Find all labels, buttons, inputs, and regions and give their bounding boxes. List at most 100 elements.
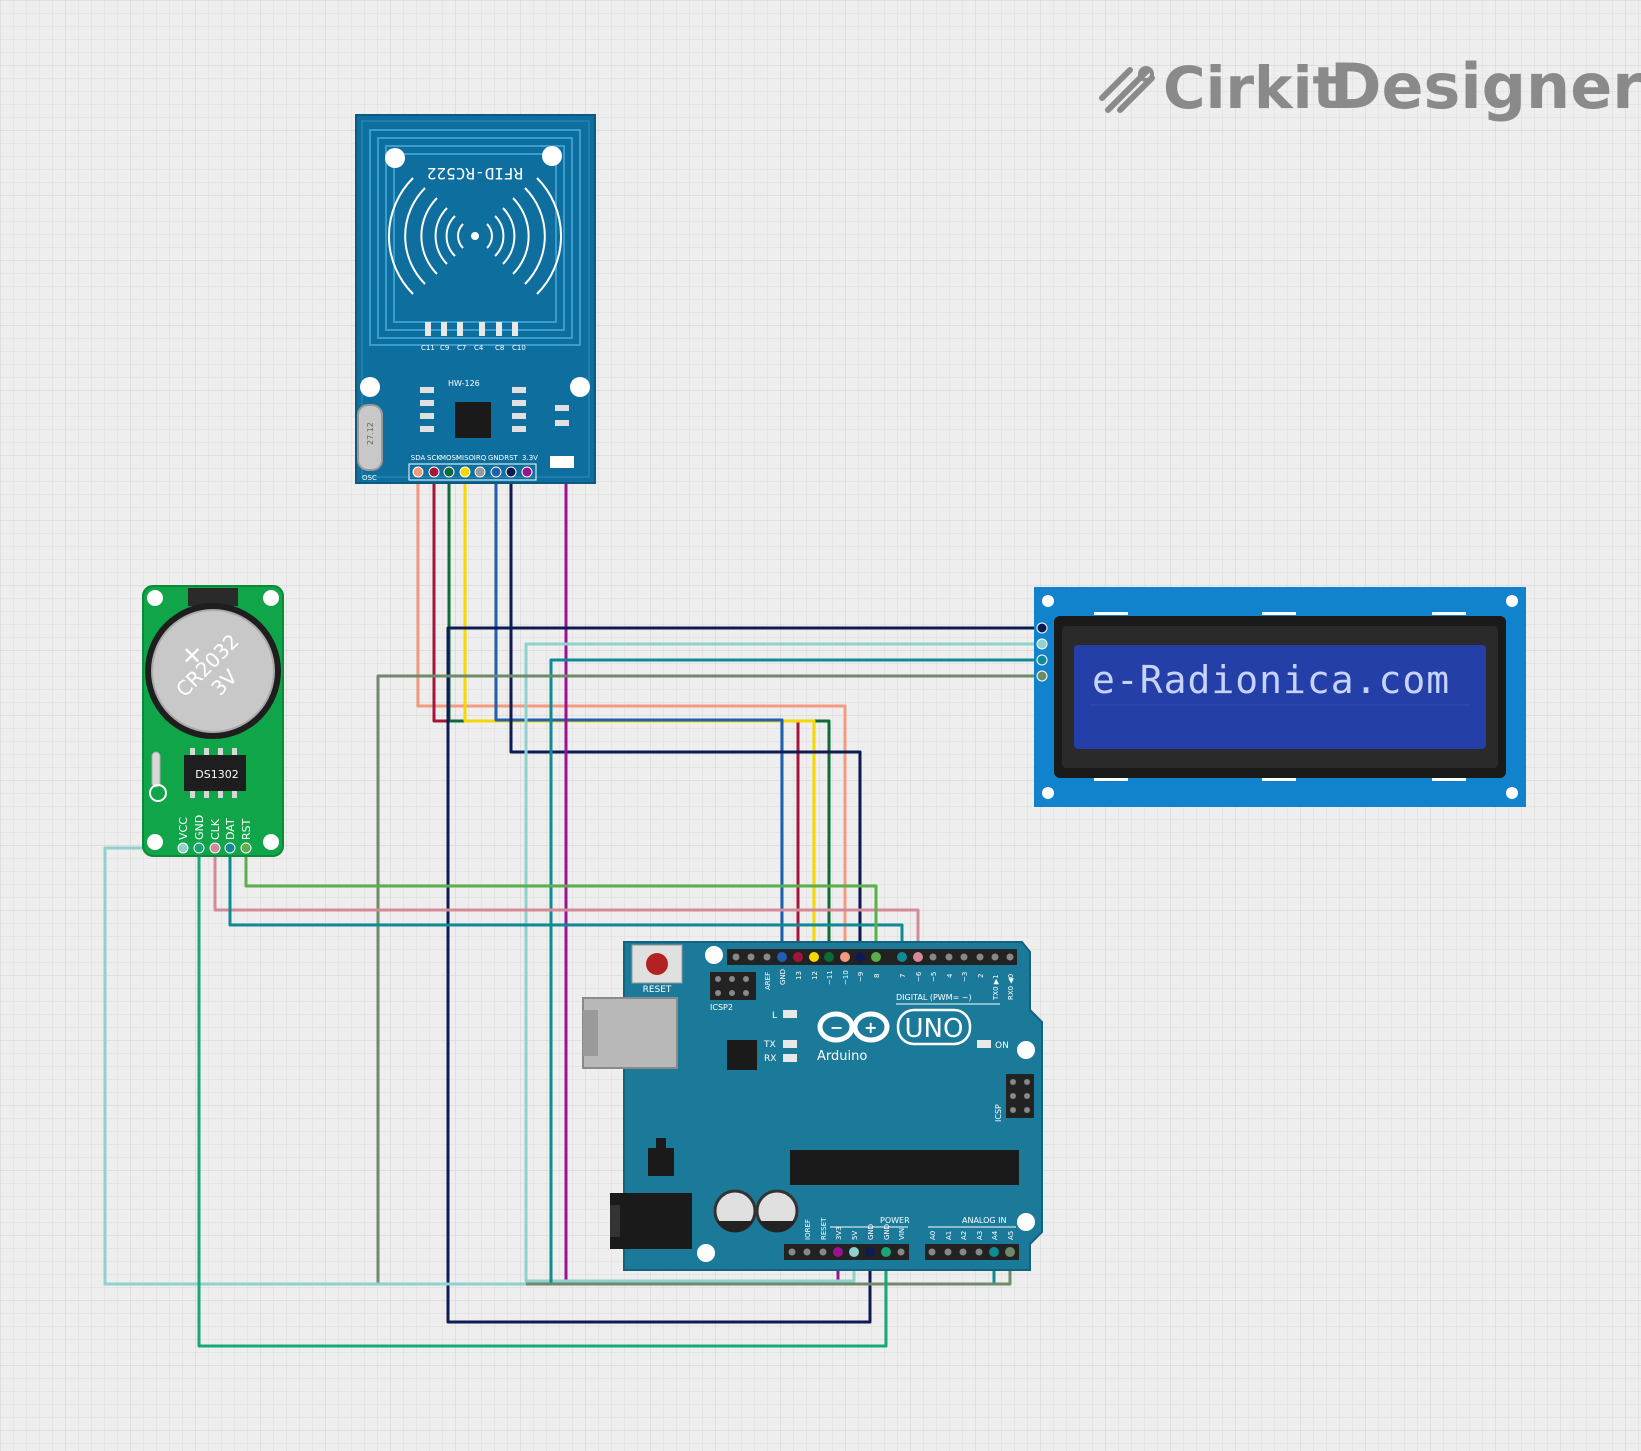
arduino-model: UNO [905, 1014, 964, 1044]
mount-hole [147, 590, 163, 606]
icsp2-label: ICSP2 [710, 1003, 733, 1012]
power-pins[interactable] [788, 1247, 905, 1257]
mount-hole [263, 590, 279, 606]
svg-text:GND: GND [867, 1224, 875, 1240]
rfid-rc522-module[interactable]: RFID-RC522 C11 C9 C7 C4 C8 C10 [355, 114, 596, 484]
ds1302-rtc-module[interactable]: ✕ CR2032 3V DS1302 VCC GND CLK DAT RST [142, 585, 284, 857]
svg-text:DAT: DAT [224, 818, 237, 840]
svg-text:GND: GND [488, 454, 504, 462]
mount-hole [1506, 595, 1518, 607]
svg-text:A3: A3 [976, 1231, 984, 1240]
wire-rfid-rst-d9[interactable] [509, 472, 862, 957]
mount-hole [1017, 1041, 1035, 1059]
svg-text:MISO: MISO [456, 454, 475, 462]
rtc-crystal-foot [149, 784, 167, 802]
svg-text:VIN: VIN [898, 1228, 906, 1240]
rfid-pin-labels: SDA SCK MOSI MISO IRQ GND RST 3.3V [411, 454, 538, 462]
rfid-smd-parts [420, 387, 569, 432]
wire-rfid-sda-d10[interactable] [416, 472, 847, 957]
svg-text:A5: A5 [1007, 1231, 1015, 1240]
led-tx-label: TX [763, 1040, 776, 1050]
rfid-led [550, 456, 574, 468]
wire-rtc-clk[interactable] [213, 848, 920, 957]
lcd-text: e-Radionica.com [1092, 658, 1450, 702]
battery-plus-icon: ✕ [182, 642, 202, 670]
analog-label: ANALOG IN [962, 1216, 1007, 1225]
svg-text:2: 2 [977, 974, 985, 978]
rtc-crystal [151, 751, 161, 788]
svg-text:IRQ: IRQ [474, 454, 487, 462]
svg-text:4: 4 [946, 973, 954, 978]
svg-text:SDA: SDA [411, 454, 426, 462]
svg-text:MOSI: MOSI [440, 454, 458, 462]
rtc-pins[interactable] [177, 842, 252, 854]
rfid-crystal-label: 27.12 [366, 422, 375, 445]
power-label: POWER [880, 1216, 910, 1225]
arduino-uno-board[interactable]: RESET ICSP2 AREF GND 13 12 ~11 ~10 [582, 941, 1043, 1271]
svg-text:RST: RST [504, 454, 518, 462]
analog-header [925, 1244, 1019, 1260]
rfid-crystal [357, 404, 383, 471]
svg-text:VCC: VCC [177, 817, 190, 840]
usb-chip [727, 1040, 757, 1070]
svg-text:C4: C4 [474, 344, 484, 352]
analog-pins[interactable] [928, 1247, 1016, 1257]
svg-text:3V3: 3V3 [835, 1226, 843, 1240]
lcd-pins[interactable] [1036, 622, 1048, 682]
mount-hole [1017, 1213, 1035, 1231]
wire-rtc-rst[interactable] [244, 848, 878, 957]
led-rx [783, 1054, 797, 1062]
mount-hole [570, 377, 590, 397]
rfid-header [408, 463, 537, 481]
rtc-chip-label: DS1302 [195, 768, 238, 781]
power-pin-labels: IOREF RESET 3V3 5V GND GND VIN [804, 1217, 906, 1240]
infinity-minus: − [830, 1018, 843, 1037]
lcd-solder-marks [1094, 612, 1466, 781]
cirkit-logo-icon [1099, 66, 1155, 113]
svg-text:7: 7 [899, 974, 907, 978]
svg-text:RX0 ◀0: RX0 ◀0 [1007, 974, 1015, 1000]
led-on [977, 1040, 991, 1048]
voltage-regulator [648, 1148, 674, 1176]
svg-text:~9: ~9 [857, 972, 865, 982]
rtc-chip-pins [190, 748, 237, 798]
brand-logo: Cirkit Designer [1099, 50, 1641, 123]
arduino-infinity-icon [817, 1011, 890, 1043]
svg-text:TX0 ▶1: TX0 ▶1 [992, 974, 1000, 1001]
svg-text:A1: A1 [945, 1231, 953, 1240]
mount-hole [360, 377, 380, 397]
infinity-plus: + [864, 1018, 877, 1037]
svg-text:C7: C7 [457, 344, 466, 352]
svg-text:~5: ~5 [930, 972, 938, 982]
svg-text:~3: ~3 [961, 972, 969, 982]
rfid-osc-label: OSC [362, 474, 377, 482]
mount-hole [385, 148, 405, 168]
mount-hole [705, 946, 723, 964]
svg-text:C11: C11 [421, 344, 435, 352]
rfid-pins[interactable] [412, 466, 533, 478]
wire-rfid-gnd-gnd[interactable] [494, 472, 784, 957]
brand-name-light: Cirkit [1163, 54, 1340, 122]
mount-hole [542, 146, 562, 166]
lcd-16x2-module[interactable]: e-Radionica.com [1034, 587, 1526, 807]
led-rx-label: RX [764, 1054, 776, 1064]
rfid-wave-icon [387, 177, 563, 295]
svg-text:~6: ~6 [915, 971, 923, 982]
wire-lcd-gnd[interactable] [446, 626, 1042, 1324]
atmega-chip [790, 1150, 1019, 1185]
svg-text:A2: A2 [960, 1231, 968, 1240]
rfid-cap-labels: C11 C9 C7 C4 C8 C10 [421, 344, 526, 352]
svg-text:GND: GND [193, 815, 206, 840]
icsp-label: ICSP [994, 1104, 1003, 1122]
rtc-pin-labels: VCC GND CLK DAT RST [177, 815, 253, 840]
rfid-model: HW-126 [448, 379, 480, 388]
svg-text:A4: A4 [991, 1230, 999, 1240]
dc-power-jack [610, 1193, 692, 1249]
svg-text:5V: 5V [851, 1231, 859, 1240]
wire-rtc-gnd[interactable] [197, 848, 888, 1348]
digital-pins[interactable] [732, 952, 1014, 962]
wire-lcd-vcc[interactable] [524, 642, 1042, 1283]
svg-text:12: 12 [811, 971, 819, 980]
rfid-chip [455, 402, 491, 438]
mount-hole [697, 1244, 715, 1262]
